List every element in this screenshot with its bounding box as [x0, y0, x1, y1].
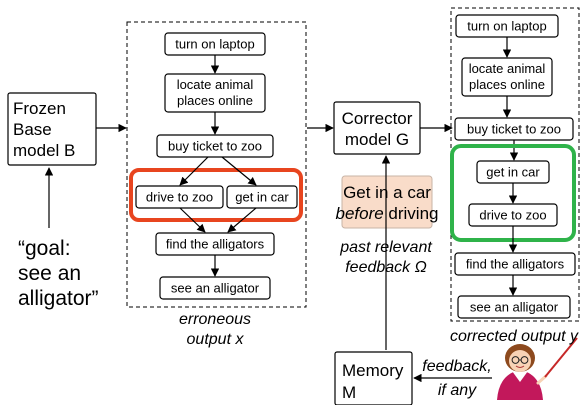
erroneous-step-get-in-car-label: get in car — [235, 190, 289, 205]
erroneous-step-buy-ticket-label: buy ticket to zoo — [168, 139, 262, 154]
erroneous-highlight-box — [129, 168, 303, 222]
erroneous-step-buy-ticket — [156, 134, 274, 158]
erroneous-output-region — [126, 21, 307, 308]
erroneous-arrow-merge-right — [227, 207, 257, 233]
base-model-line-2: Base — [13, 120, 52, 139]
erroneous-step-see-alligator — [159, 276, 271, 300]
corrected-step-locate-line-1: locate animal — [469, 61, 546, 76]
teacher-icon — [497, 337, 578, 400]
corrected-step-find-alligators — [454, 252, 576, 276]
erroneous-step-drive-to-zoo — [135, 185, 224, 209]
corrected-step-locate-line-2: places online — [469, 77, 545, 92]
feedback-bubble-line-1: Get in a car — [343, 183, 431, 202]
feedback-bubble-emphasis: before — [335, 204, 383, 223]
feedback-bubble-line-2: before driving — [335, 204, 438, 223]
erroneous-caption-line-1: erroneous — [179, 311, 251, 328]
base-model-line-3: model B — [13, 141, 75, 160]
memory-box: Memory M — [334, 351, 413, 405]
goal-line-2: see an — [18, 262, 81, 285]
corrected-step-see-alligator — [457, 295, 571, 319]
erroneous-step-locate-line-2: places online — [177, 93, 253, 108]
corrector-model-box: Corrector model G — [333, 101, 421, 155]
memory-line-1: Memory — [342, 361, 404, 380]
erroneous-step-get-in-car — [226, 185, 298, 209]
base-model-line-1: Frozen — [13, 99, 66, 118]
corrected-output-region — [450, 7, 580, 322]
corrected-step-drive-to-zoo-label: drive to zoo — [479, 208, 546, 223]
corrected-caption: corrected output y — [450, 328, 579, 345]
feedback-label-line-2: if any — [438, 382, 477, 399]
corrected-step-turn-on-laptop-label: turn on laptop — [467, 19, 547, 34]
goal-line-3: alligator” — [18, 287, 99, 310]
goal-line-1: “goal: — [18, 237, 71, 260]
corrected-step-buy-ticket-label: buy ticket to zoo — [467, 122, 561, 137]
corrected-step-find-alligators-label: find the alligators — [466, 257, 565, 272]
corrector-line-2: model G — [345, 130, 409, 149]
memory-line-2: M — [342, 383, 356, 402]
erroneous-step-see-alligator-label: see an alligator — [171, 281, 260, 296]
erroneous-caption-line-2: output x — [187, 331, 245, 348]
corrected-step-get-in-car-label: get in car — [486, 165, 540, 180]
erroneous-step-locate-line-1: locate animal — [177, 77, 254, 92]
erroneous-arrow-merge-left — [179, 207, 206, 233]
feedback-bubble-rest: driving — [384, 204, 439, 223]
erroneous-step-turn-on-laptop-label: turn on laptop — [175, 37, 255, 52]
erroneous-arrow-branch-left — [179, 156, 209, 186]
retrieved-feedback-bubble: Get in a car before driving — [335, 175, 439, 229]
erroneous-step-drive-to-zoo-label: drive to zoo — [146, 190, 213, 205]
base-model-box: Frozen Base model B — [7, 92, 97, 166]
corrected-step-see-alligator-label: see an alligator — [470, 300, 559, 315]
erroneous-step-find-alligators-label: find the alligators — [166, 237, 265, 252]
erroneous-arrow-branch-right — [221, 156, 257, 186]
goal-text: “goal: see an alligator” — [18, 237, 99, 310]
corrector-line-1: Corrector — [342, 109, 413, 128]
feedback-label-line-1: feedback, — [422, 358, 491, 375]
